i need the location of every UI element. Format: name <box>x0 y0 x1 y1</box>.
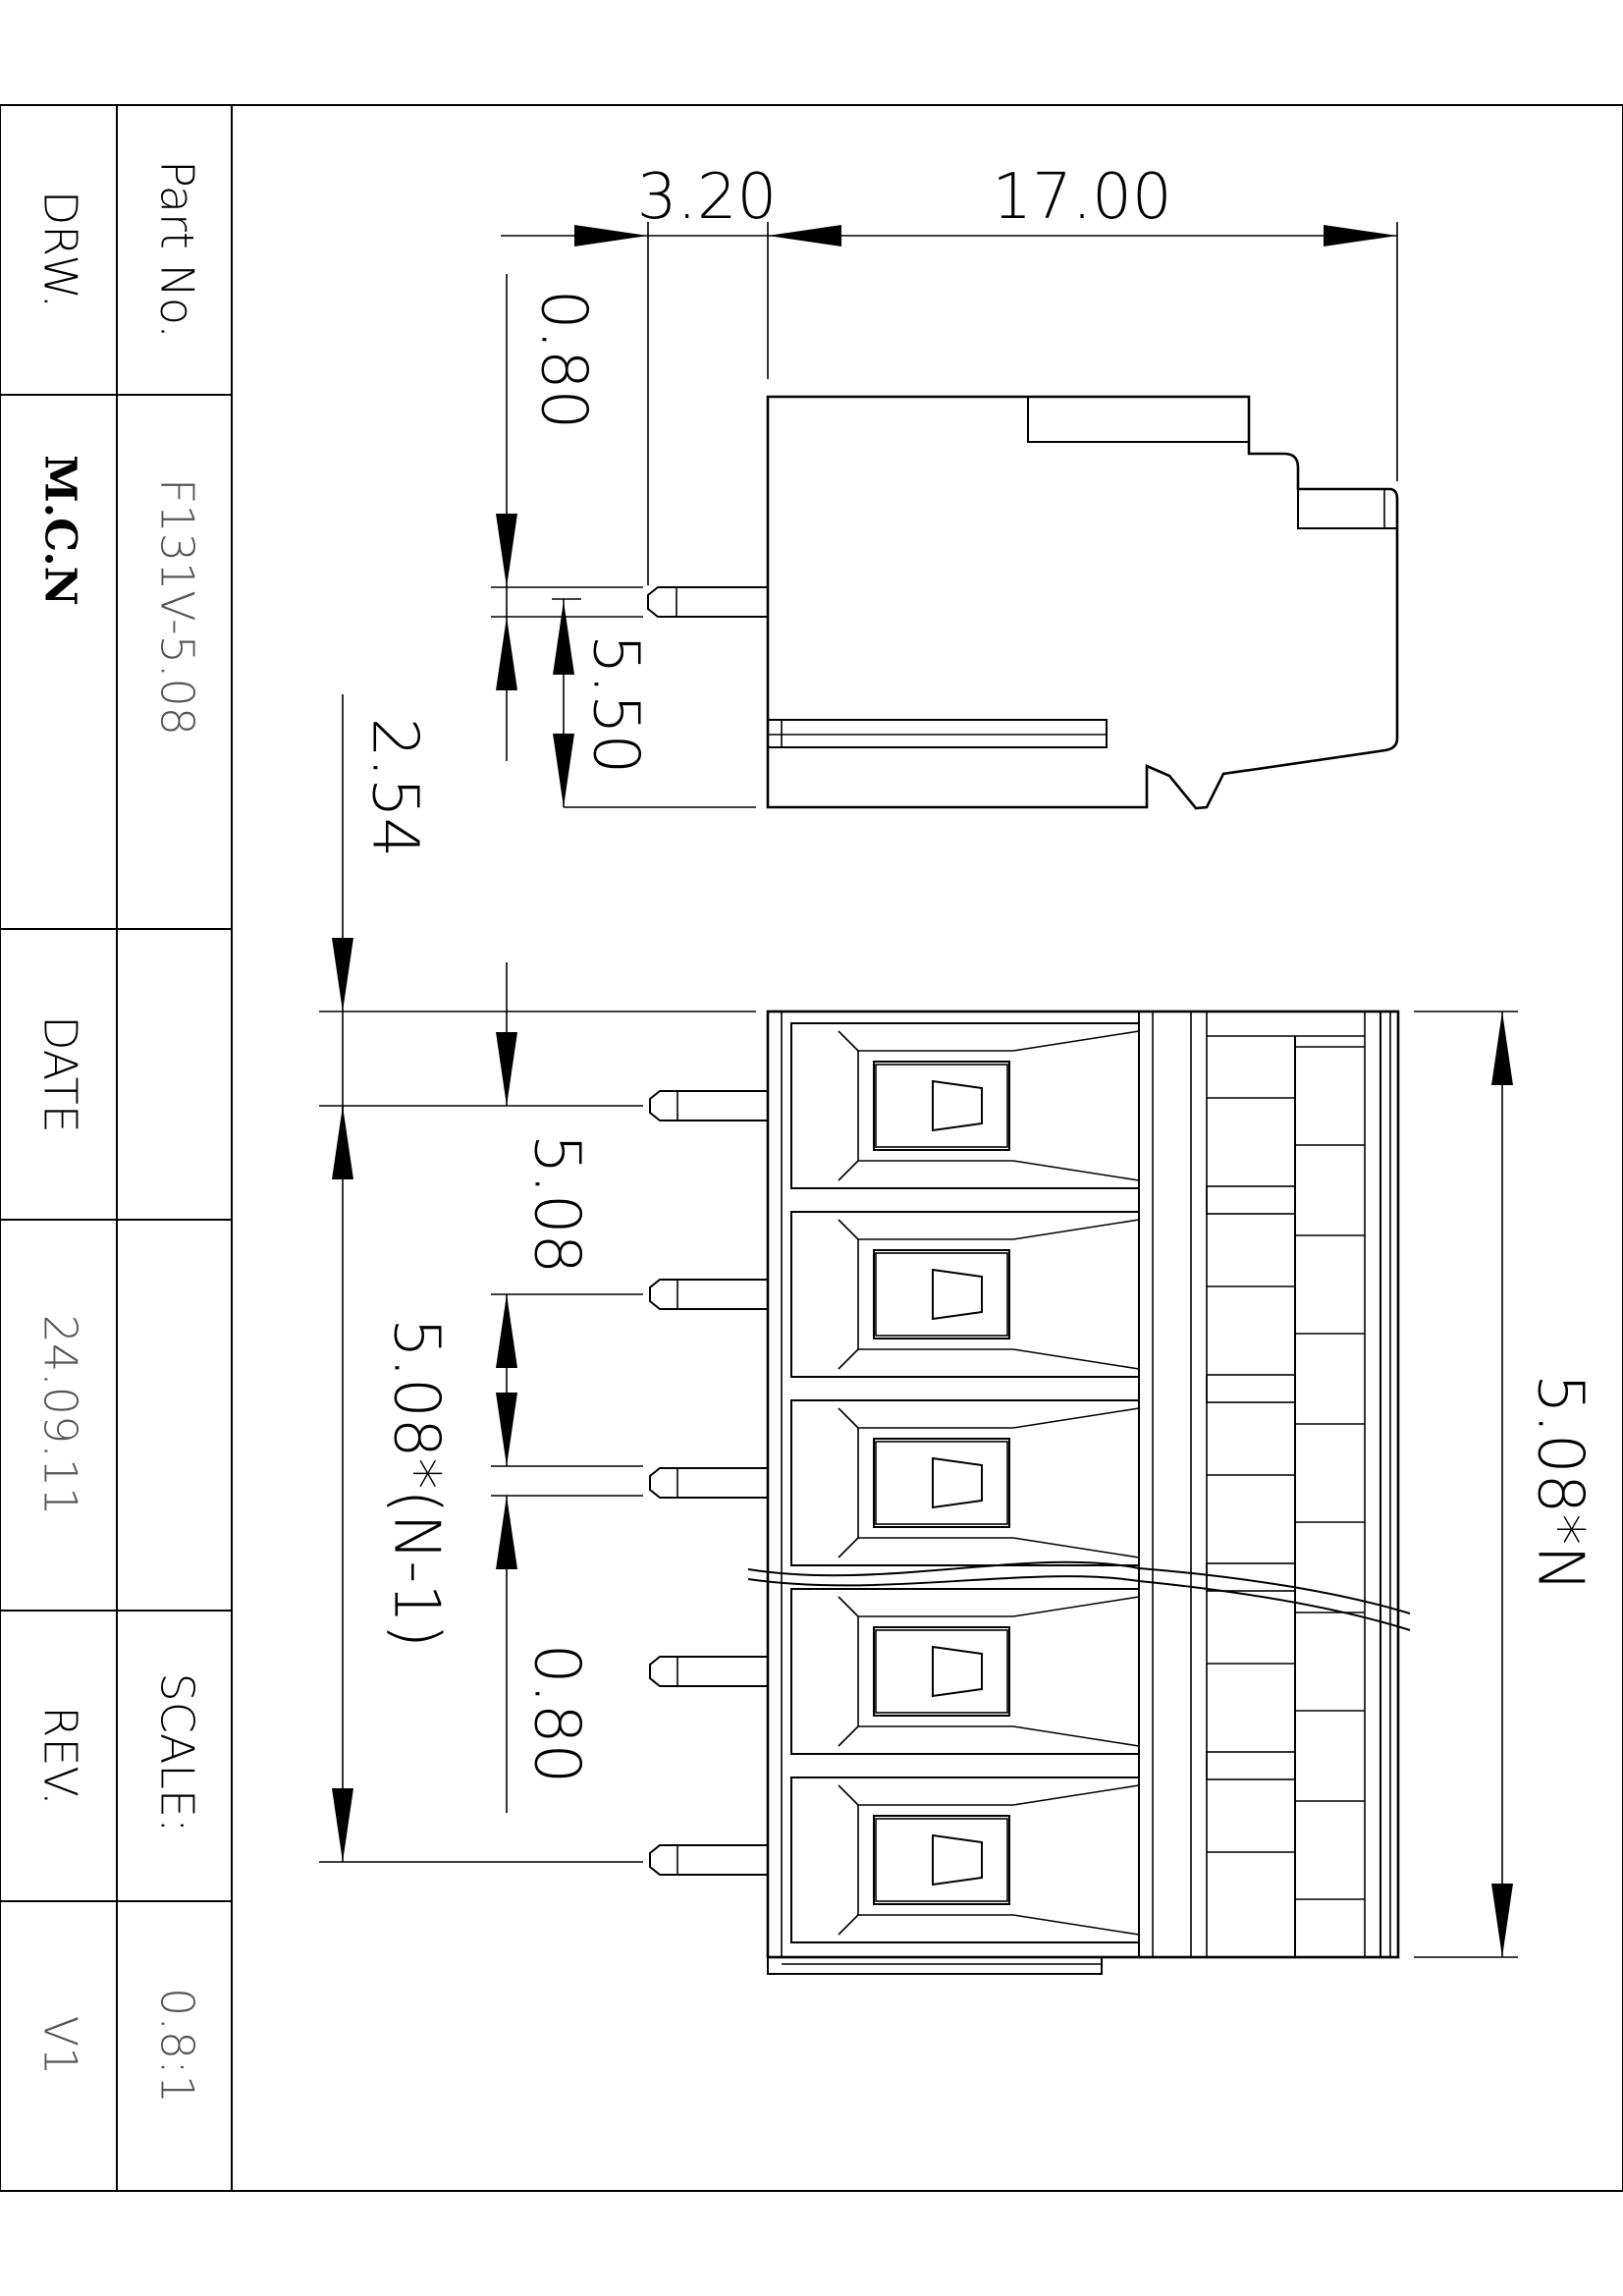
date-value: 24.09.11 <box>34 1315 87 1516</box>
front-view-dimensions <box>319 694 1518 1958</box>
cell-funnel-taper <box>1012 1407 1140 1558</box>
screw-window <box>873 1815 1010 1905</box>
screw-window <box>873 1438 1010 1528</box>
dim-pin-width-front: 0.80 <box>520 1644 593 1784</box>
drawing-frame <box>0 104 1623 2192</box>
arrowhead <box>1491 1884 1513 1957</box>
pin-outline <box>649 1844 768 1876</box>
cell-funnel <box>838 1030 859 1181</box>
screw-window-inner <box>875 1064 1008 1148</box>
cell-funnel-taper <box>1012 1219 1140 1370</box>
screw-window <box>873 1626 1010 1717</box>
terminal-cell <box>790 1751 1365 1943</box>
arrowhead <box>1491 1011 1513 1085</box>
terminal-cells <box>790 1022 1365 1943</box>
arrowhead <box>1324 225 1397 246</box>
drawn-label: DRW. <box>34 191 87 308</box>
side-view-dimensions <box>491 222 1398 808</box>
screw-window-inner <box>875 1441 1008 1525</box>
part-no-label: Part No. <box>151 160 204 339</box>
dim-pin-width-side: 0.80 <box>527 290 600 430</box>
dim-pitch-span: 5.08*(N-1) <box>380 1318 453 1648</box>
cell-frame <box>790 1588 1140 1755</box>
part-no-value: F131V-5.08 <box>151 478 204 736</box>
pin-outline <box>649 1467 768 1499</box>
dim-pitch: 5.08 <box>520 1134 593 1275</box>
date-label: DATE <box>34 1015 87 1133</box>
screw-window-inner <box>875 1629 1008 1714</box>
screw-slot <box>932 1833 983 1886</box>
screw-window <box>873 1249 1010 1339</box>
arrowhead <box>553 601 574 675</box>
dim-pin-length: 3.20 <box>637 161 778 234</box>
arrowhead <box>496 617 517 690</box>
cell-funnel <box>838 1219 859 1370</box>
dim-body-depth: 17.00 <box>992 161 1171 234</box>
scale-value: 0.8:1 <box>151 1988 204 2104</box>
rev-label: REV. <box>34 1706 87 1805</box>
terminal-pin <box>649 1656 768 1687</box>
rev-value: V1 <box>34 2016 87 2076</box>
dim-pin-height: 5.50 <box>579 634 652 775</box>
arrowhead <box>496 1294 517 1368</box>
arrowhead <box>574 225 648 246</box>
cell-funnel-taper <box>1012 1784 1140 1936</box>
screw-slot <box>932 1079 983 1132</box>
title-block: Part No. F131V-5.08 DRW. M.C.N DATE 24.0… <box>34 160 204 2104</box>
housing-latch <box>1206 1374 1296 1403</box>
arrowhead <box>496 514 517 587</box>
front-view <box>649 1010 1411 1975</box>
screw-slot <box>932 1645 983 1698</box>
dimension-labels: 3.20 17.00 0.80 5.50 2.54 5.08 5.08*(N-1… <box>358 161 1596 1783</box>
drawn-value: M.C.N <box>35 455 85 606</box>
cell-funnel-taper <box>1012 1596 1140 1747</box>
scale-label: SCALE: <box>151 1673 204 1833</box>
arrowhead <box>553 734 574 807</box>
terminal-cell <box>790 1374 1365 1566</box>
screw-window <box>873 1061 1010 1151</box>
terminal-pin <box>649 1090 768 1121</box>
arrowhead <box>768 225 841 246</box>
pin-outline <box>649 1279 768 1310</box>
housing-latch <box>1206 1185 1296 1215</box>
arrowhead <box>332 1106 353 1179</box>
cell-funnel <box>838 1596 859 1747</box>
dim-total-width: 5.08*N <box>1524 1374 1596 1592</box>
terminal-cell <box>790 1562 1365 1755</box>
terminal-pins <box>649 1090 768 1876</box>
arrowhead <box>496 1032 517 1106</box>
terminal-cell <box>790 1185 1365 1378</box>
side-view <box>647 395 1399 810</box>
terminal-cell <box>790 1022 1365 1189</box>
pin-outline <box>649 1090 768 1121</box>
cell-frame <box>790 1399 1140 1566</box>
cell-funnel <box>838 1784 859 1936</box>
screw-slot <box>932 1456 983 1509</box>
cell-frame <box>790 1777 1140 1943</box>
housing-latch <box>1206 1751 1296 1780</box>
terminal-pin <box>649 1467 768 1499</box>
screw-window-inner <box>875 1818 1008 1902</box>
dim-pin-offset: 2.54 <box>358 718 431 858</box>
arrowhead <box>332 1788 353 1862</box>
housing-latch <box>1206 1562 1296 1592</box>
screw-slot <box>932 1268 983 1321</box>
cell-funnel <box>838 1407 859 1558</box>
arrowhead <box>496 1393 517 1466</box>
screw-window-inner <box>875 1252 1008 1337</box>
cell-funnel-taper <box>1012 1030 1140 1181</box>
terminal-pin <box>649 1844 768 1876</box>
cell-frame <box>790 1022 1140 1189</box>
cell-frame <box>790 1211 1140 1378</box>
pin-outline <box>649 1656 768 1687</box>
arrowhead <box>332 938 353 1011</box>
terminal-pin <box>649 1279 768 1310</box>
